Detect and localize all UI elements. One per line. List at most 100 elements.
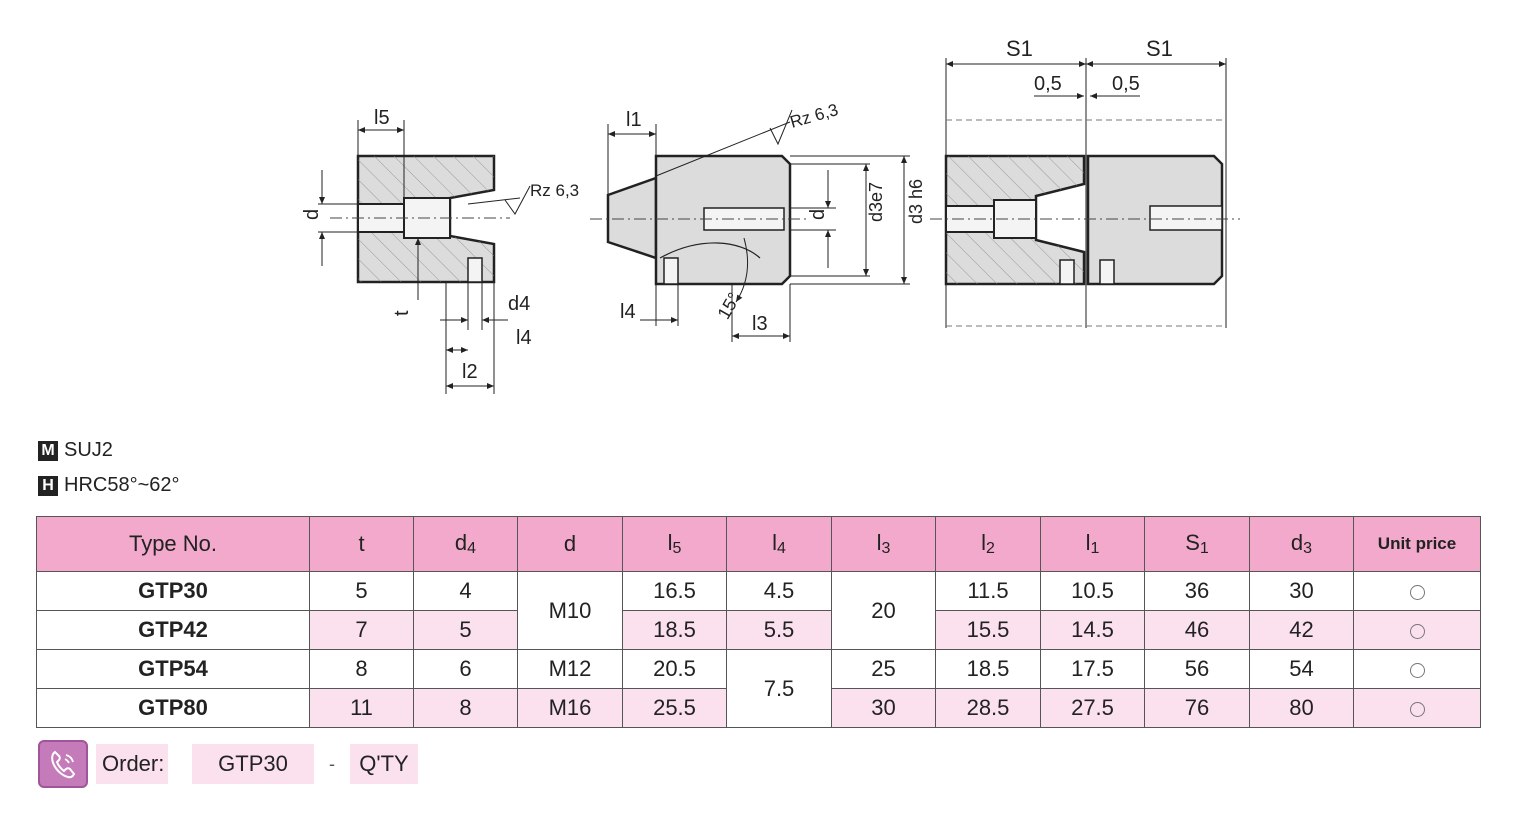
material-spec: M SUJ2 <box>38 439 113 462</box>
roughness-label-2: Rz 6,3 <box>788 100 840 132</box>
cell-type: GTP30 <box>36 571 310 611</box>
cell-l2: 18.5 <box>935 649 1041 689</box>
cell-t: 8 <box>309 649 414 689</box>
cell-t: 11 <box>309 688 414 728</box>
cell-t: 5 <box>309 571 414 611</box>
radio-circle-icon <box>1409 662 1425 678</box>
col-l3: l3 <box>831 516 936 572</box>
cell-l5: 18.5 <box>622 610 727 650</box>
col-d4: d4 <box>413 516 518 572</box>
cell-d3: 80 <box>1249 688 1354 728</box>
cell-d4: 5 <box>413 610 518 650</box>
cell-s1: 36 <box>1144 571 1250 611</box>
radio-circle-icon <box>1409 701 1425 717</box>
dim-l2-label: l2 <box>462 361 478 383</box>
cell-d3: 42 <box>1249 610 1354 650</box>
cell-l4: 4.5 <box>726 571 832 611</box>
col-l4: l4 <box>726 516 832 572</box>
radio-circle-icon <box>1409 584 1425 600</box>
dim-s1-left-label: S1 <box>1006 36 1033 61</box>
dim-d-label-2: d <box>807 209 829 220</box>
assembly-view: S1 S1 0,5 0,5 <box>930 36 1240 328</box>
hardness-spec: H HRC58°~62° <box>38 474 180 497</box>
cell-l3: 25 <box>831 649 936 689</box>
cell-s1: 56 <box>1144 649 1250 689</box>
dim-l5-label: l5 <box>374 107 390 129</box>
dim-gap-right-label: 0,5 <box>1112 73 1140 95</box>
hardness-tag: H <box>38 475 58 496</box>
col-l5: l5 <box>622 516 727 572</box>
cell-s1: 76 <box>1144 688 1250 728</box>
col-l2: l2 <box>935 516 1041 572</box>
col-l1: l1 <box>1040 516 1145 572</box>
cell-l5: 25.5 <box>622 688 727 728</box>
hardness-value: HRC58°~62° <box>64 474 180 496</box>
cell-l2: 28.5 <box>935 688 1041 728</box>
col-s1: S1 <box>1144 516 1250 572</box>
cell-l1: 27.5 <box>1040 688 1145 728</box>
order-example: Order: GTP30 - Q'TY <box>38 740 418 788</box>
cell-l1: 10.5 <box>1040 571 1145 611</box>
cell-d3: 54 <box>1249 649 1354 689</box>
phone-icon[interactable] <box>38 740 88 788</box>
table-row: GTP42 7 5 18.5 5.5 15.5 14.5 46 42 <box>36 610 1481 650</box>
technical-drawing: l5 d Rz 6,3 t d4 l4 l2 <box>301 36 1240 394</box>
bush-section-view: l5 d Rz 6,3 t d4 l4 l2 <box>301 107 579 394</box>
col-d: d <box>517 516 623 572</box>
dim-gap-left-label: 0,5 <box>1034 73 1062 95</box>
cell-l1: 17.5 <box>1040 649 1145 689</box>
order-qty: Q'TY <box>350 744 418 784</box>
material-tag: M <box>38 440 58 461</box>
unit-price-radio[interactable] <box>1353 688 1481 728</box>
dim-l4-label-2: l4 <box>620 301 636 323</box>
order-separator: - <box>329 753 335 774</box>
cell-l4: 5.5 <box>726 610 832 650</box>
dim-l3-label: l3 <box>752 313 768 335</box>
table-header-row: Type No. t d4 d l5 l4 l3 l2 l1 S1 d3 Uni… <box>36 516 1481 572</box>
cell-type: GTP54 <box>36 649 310 689</box>
cell-s1: 46 <box>1144 610 1250 650</box>
cell-d4: 4 <box>413 571 518 611</box>
cell-d4: 8 <box>413 688 518 728</box>
dim-t-label: t <box>391 310 413 316</box>
cell-type: GTP80 <box>36 688 310 728</box>
cell-l1: 14.5 <box>1040 610 1145 650</box>
radio-circle-icon <box>1409 623 1425 639</box>
col-unit-price: Unit price <box>1353 516 1481 572</box>
cell-l2: 11.5 <box>935 571 1041 611</box>
cell-l5: 16.5 <box>622 571 727 611</box>
cell-l3: 30 <box>831 688 936 728</box>
order-code: GTP30 <box>192 744 314 784</box>
unit-price-radio[interactable] <box>1353 571 1481 611</box>
order-label: Order: <box>96 744 168 784</box>
dim-l1-label: l1 <box>626 109 642 131</box>
dim-d-label: d <box>301 209 323 220</box>
unit-price-radio[interactable] <box>1353 610 1481 650</box>
cell-t: 7 <box>309 610 414 650</box>
cell-d3: 30 <box>1249 571 1354 611</box>
cell-l5: 20.5 <box>622 649 727 689</box>
cell-d: M12 <box>517 649 623 689</box>
unit-price-radio[interactable] <box>1353 649 1481 689</box>
cell-l4: 7.5 <box>726 649 832 728</box>
dim-l4-label: l4 <box>516 327 532 349</box>
cell-d4: 6 <box>413 649 518 689</box>
dim-d3h6-label: d3 h6 <box>906 179 926 224</box>
col-t: t <box>309 516 414 572</box>
table-row: GTP30 5 4 M10 16.5 4.5 20 11.5 10.5 36 3… <box>36 571 1481 650</box>
cell-type: GTP42 <box>36 610 310 650</box>
dim-d3e7-label: d3e7 <box>866 182 886 222</box>
col-d3: d3 <box>1249 516 1354 572</box>
cell-d: M16 <box>517 688 623 728</box>
pin-side-view: l1 Rz 6,3 d d3e7 d3 h6 l4 l3 15° <box>590 100 926 342</box>
table-row: GTP80 11 8 M16 25.5 30 28.5 27.5 76 80 <box>36 688 1481 728</box>
cell-d: M10 <box>517 571 623 650</box>
cell-l2: 15.5 <box>935 610 1041 650</box>
col-type: Type No. <box>36 516 310 572</box>
dim-d4-label: d4 <box>508 293 530 315</box>
table-row: GTP54 8 6 M12 20.5 7.5 25 18.5 17.5 56 5… <box>36 649 1481 728</box>
roughness-label-1: Rz 6,3 <box>530 181 579 200</box>
dim-angle-label: 15° <box>714 289 745 323</box>
spec-table: Type No. t d4 d l5 l4 l3 l2 l1 S1 d3 Uni… <box>36 516 1481 728</box>
material-value: SUJ2 <box>64 439 113 461</box>
